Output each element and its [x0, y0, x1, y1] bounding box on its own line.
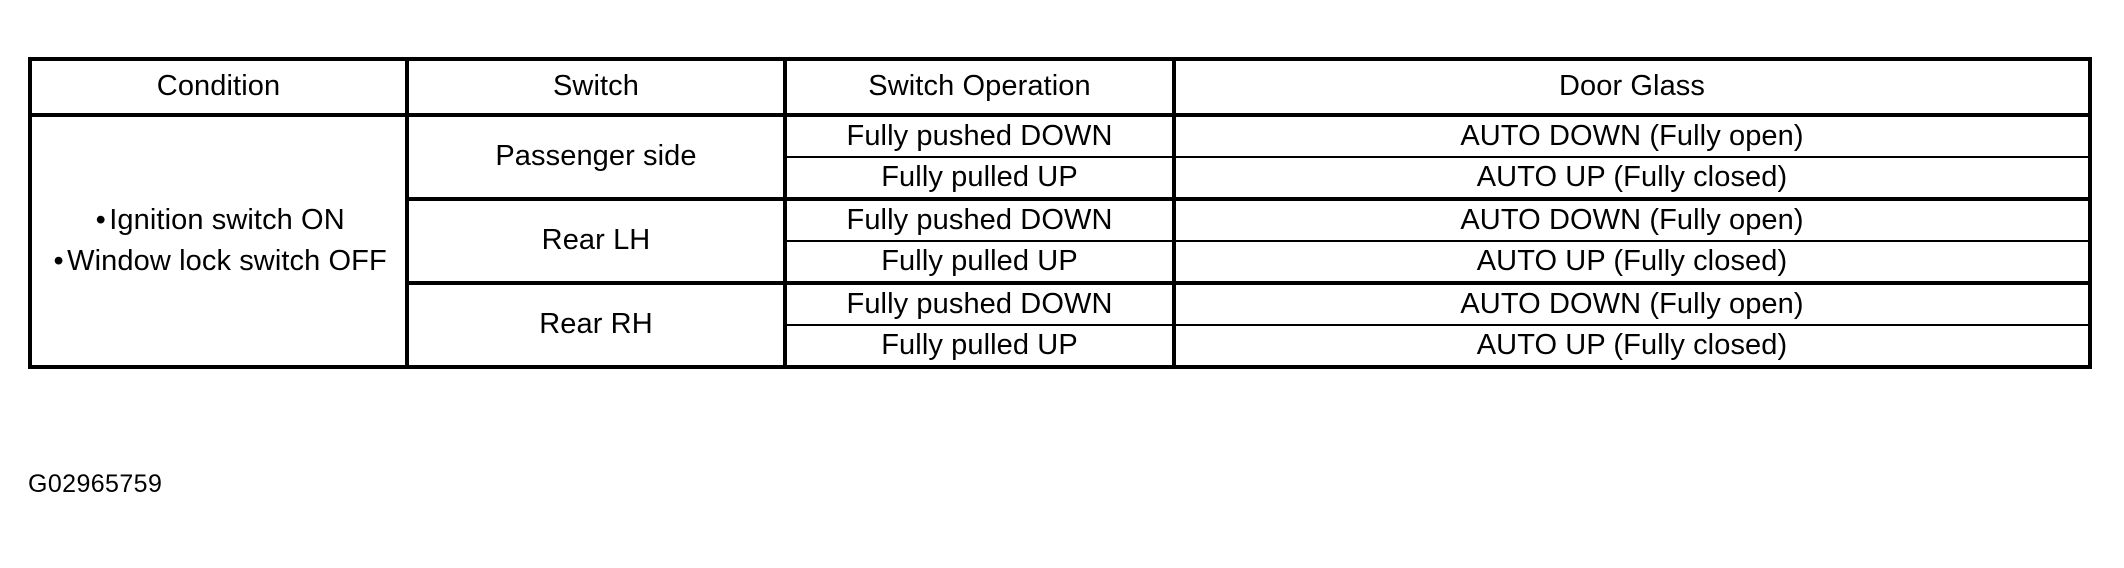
- condition-text-2: Window lock switch OFF: [67, 245, 387, 277]
- column-header-door-glass: Door Glass: [1172, 57, 2092, 117]
- cell-door-glass: AUTO UP (Fully closed): [1174, 241, 2092, 285]
- cell-switch-rear-rh: Rear RH: [407, 283, 787, 369]
- cell-switch-rear-lh: Rear LH: [407, 199, 787, 285]
- cell-condition: •Ignition switch ON •Window lock switch …: [28, 115, 409, 369]
- cell-door-glass: AUTO DOWN (Fully open): [1174, 115, 2092, 158]
- table-row: •Ignition switch ON •Window lock switch …: [28, 115, 2092, 369]
- cell-switch-operation: Fully pushed DOWN: [785, 115, 1176, 158]
- table-row: Fully pulled UP AUTO UP (Fully closed): [30, 325, 2092, 369]
- cell-switch-operation: Fully pushed DOWN: [785, 283, 1176, 326]
- column-header-condition: Condition: [28, 57, 407, 117]
- cell-door-glass: AUTO UP (Fully closed): [1174, 325, 2092, 369]
- power-window-auto-operation-table: Condition Switch Switch Operation Door G…: [28, 57, 2092, 369]
- table-header: Condition Switch Switch Operation Door G…: [28, 57, 2092, 117]
- column-header-switch-operation: Switch Operation: [783, 57, 1174, 117]
- column-header-switch: Switch: [405, 57, 785, 117]
- cell-switch-operation: Fully pushed DOWN: [785, 199, 1176, 242]
- cell-door-glass: AUTO DOWN (Fully open): [1174, 199, 2092, 242]
- cell-switch-passenger-side: Passenger side: [407, 115, 787, 201]
- condition-line-1: •Ignition switch ON: [32, 200, 405, 241]
- cell-switch-operation: Fully pulled UP: [785, 325, 1176, 369]
- cell-door-glass: AUTO UP (Fully closed): [1174, 157, 2092, 201]
- cell-door-glass: AUTO DOWN (Fully open): [1174, 283, 2092, 326]
- condition-text-1: Ignition switch ON: [109, 203, 345, 236]
- table-row: Fully pulled UP AUTO UP (Fully closed): [30, 241, 2092, 285]
- table-row: Rear LH Fully pushed DOWN AUTO DOWN (Ful…: [30, 199, 2092, 285]
- condition-line-2: •Window lock switch OFF: [32, 241, 405, 282]
- table-row: Rear RH Fully pushed DOWN AUTO DOWN (Ful…: [30, 283, 2092, 369]
- cell-switch-operation: Fully pulled UP: [785, 241, 1176, 285]
- bullet-icon: •: [95, 203, 106, 236]
- figure-caption: G02965759: [28, 470, 163, 498]
- table-row: Fully pulled UP AUTO UP (Fully closed): [30, 157, 2092, 201]
- table-body: •Ignition switch ON •Window lock switch …: [28, 115, 2092, 369]
- header-row: Condition Switch Switch Operation Door G…: [28, 57, 2092, 117]
- bullet-icon: •: [53, 245, 64, 277]
- cell-switch-operation: Fully pulled UP: [785, 157, 1176, 201]
